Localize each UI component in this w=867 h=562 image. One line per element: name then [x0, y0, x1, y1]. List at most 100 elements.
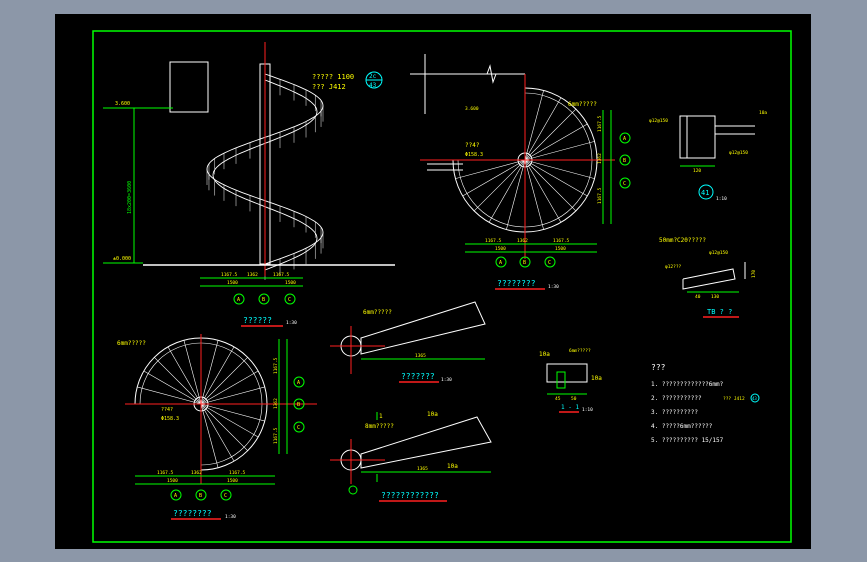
- plan-bottom-tread-14: [200, 403, 259, 438]
- notes-item-2: 2. ???????????: [651, 395, 702, 402]
- section-scale: 1:10: [582, 407, 593, 413]
- plan-top-dim-right-b: 1362: [597, 153, 603, 164]
- detail-41: φ12@150 10a φ12@150 120 41 1:10: [649, 110, 767, 202]
- plan-bottom-axis-b-label-a: A: [174, 493, 177, 499]
- plan-top-axis-r-label-a: A: [623, 136, 626, 142]
- plan-top-scale: 1:30: [548, 284, 559, 290]
- tb-slab: [682, 268, 736, 290]
- plan-top-tread-17: [455, 159, 526, 179]
- plan-top-axis-r-label-c: C: [623, 181, 626, 187]
- elevation-view: 3.600 ±0.000 18x200=3600 1167.5 1362 116…: [103, 42, 395, 327]
- elev-note-1: ????? 1100: [312, 73, 354, 81]
- plan-top-breakline: [486, 64, 497, 84]
- detail-41-dim-bottom: φ12@150: [729, 150, 748, 156]
- plan-top-axis-r-c: [619, 177, 631, 189]
- plan-bottom-axis-r-b: [293, 398, 305, 410]
- plan-bottom-tread-13: [200, 403, 265, 422]
- plan-top-tread-note: 6mm?????: [568, 101, 597, 108]
- plan-bottom-dim-2: 1362: [191, 470, 202, 476]
- plan-top-tread-8: [524, 159, 588, 197]
- detail-41-callout: 41: [701, 189, 709, 197]
- notes-inline-callout-circle: [750, 393, 760, 403]
- tread-a-note: 6mm?????: [363, 309, 392, 316]
- outer-frame: [92, 30, 792, 543]
- tread-b-bottom-bubble: [348, 485, 358, 495]
- plan-bottom-dim-1: 1167.5: [157, 470, 174, 476]
- plan-top-dim-right-c: 1167.5: [597, 187, 603, 204]
- plan-bottom-tread-7: [200, 340, 219, 405]
- plan-bottom-axis-b-label-b: B: [199, 493, 202, 499]
- notes-heading: ???: [651, 363, 666, 372]
- plan-top-tread-14: [488, 159, 526, 223]
- elev-callout-top: 2c: [369, 73, 377, 80]
- level-bottom-label: ±0.000: [113, 256, 131, 262]
- plan-top-dim-total-1: 1500: [495, 246, 506, 252]
- tread-b-dim-bottom: 10a: [447, 463, 458, 470]
- plan-bottom-tread-2: [143, 370, 202, 405]
- tb-note-side: φ12@150: [709, 250, 728, 256]
- plan-top-dim-right-a: 1167.5: [597, 115, 603, 132]
- section-dim-left: 10a: [539, 351, 550, 358]
- plan-bottom-axis-b-b: [195, 489, 207, 501]
- plan-bottom-axis-b-a: [170, 489, 182, 501]
- section-plate: [546, 363, 588, 383]
- plan-top-axis-b-a: [495, 256, 507, 268]
- plan-top-tread-4: [524, 123, 588, 161]
- plan-top-axis-b-label-b: B: [523, 260, 526, 266]
- plan-top-col-note-1: ??4?: [465, 142, 480, 149]
- plan-bottom-col-note-1: ??4?: [161, 407, 173, 413]
- plan-bottom-dim-right-c: 1167.5: [273, 427, 279, 444]
- plan-top-tread-9: [524, 159, 577, 212]
- plan-top-tread-7: [524, 159, 595, 179]
- plan-top-dim-1: 1167.5: [485, 238, 502, 244]
- plan-top-col-note-2: Φ158.3: [465, 152, 483, 158]
- notes-item-1: 1. ?????????????6mm?: [651, 381, 724, 388]
- plan-top-axis-r-a: [619, 132, 631, 144]
- notes-item-3: 3. ??????????: [651, 409, 698, 416]
- tread-b-title: ????????????: [381, 491, 439, 500]
- section-note: 6mm?????: [569, 348, 591, 354]
- elev-dim-seg-1: 1167.5: [221, 272, 238, 278]
- plan-bottom-dim-right-b: 1362: [273, 398, 279, 409]
- section-dim-bottom-2: 50: [571, 396, 577, 402]
- detail-41-slab: [679, 115, 716, 159]
- plan-bottom-tread-11: [200, 386, 265, 405]
- plan-top-level: 3.600: [465, 106, 479, 112]
- plan-bottom-tread-1: [137, 386, 202, 405]
- plan-bottom-axis-b-c: [220, 489, 232, 501]
- plan-bottom-title: ????????: [173, 509, 212, 518]
- plan-bottom-tread-4: [167, 346, 202, 405]
- plan-top-title: ????????: [497, 279, 536, 288]
- tb-title: TB ? ?: [707, 308, 732, 316]
- plan-bottom-tread-17: [200, 403, 219, 468]
- elev-axis-bubble-a: [233, 293, 245, 305]
- elev-dim-seg-2: 1362: [247, 272, 258, 278]
- tread-b-plate: [360, 416, 492, 469]
- tb-dim-right: 170: [751, 270, 757, 278]
- plan-bottom-dim-total-1: 1500: [167, 478, 178, 484]
- tread-a-title: ???????: [401, 372, 435, 381]
- plan-bottom-axis-r-label-c: C: [297, 425, 300, 431]
- plan-top-axis-b-label-a: A: [499, 260, 502, 266]
- tread-b-dim-width: 1365: [417, 466, 428, 472]
- elev-callout-bottom: 43: [369, 82, 377, 89]
- plan-bottom-axis-b-label-c: C: [224, 493, 227, 499]
- plan-top-view: 6mm????? ??4? Φ158.3 3.600 1167.5 1362 1…: [410, 54, 631, 290]
- plan-top-tread-3: [524, 108, 577, 161]
- detail-41-scale: 1:10: [716, 196, 727, 202]
- notes-inline-callout: 43: [752, 396, 757, 401]
- plan-top-axis-b-label-c: C: [548, 260, 551, 266]
- drawing-sheet: 3.600 ±0.000 18x200=3600 1167.5 1362 116…: [55, 14, 811, 549]
- elev-rail-1: [212, 79, 318, 271]
- plan-bottom-tread-note: 6mm?????: [117, 340, 146, 347]
- tread-a-view: 6mm????? 1365 ??????? 1:30: [330, 301, 486, 383]
- plan-top-tread-16: [462, 159, 526, 197]
- plan-bottom-axis-r-label-b: B: [297, 402, 300, 408]
- elev-axis-bubble-c: [284, 293, 296, 305]
- plan-top-dim-total-2: 1500: [555, 246, 566, 252]
- elev-dim-total-1: 1500: [227, 280, 238, 286]
- tread-b-view: 1 8mm????? 10a 10a 1365 ????????????: [330, 411, 492, 502]
- tread-b-note: 8mm?????: [365, 423, 394, 430]
- plan-top-tread-15: [473, 159, 526, 212]
- tb-dim-bottom-1: 40: [695, 294, 701, 300]
